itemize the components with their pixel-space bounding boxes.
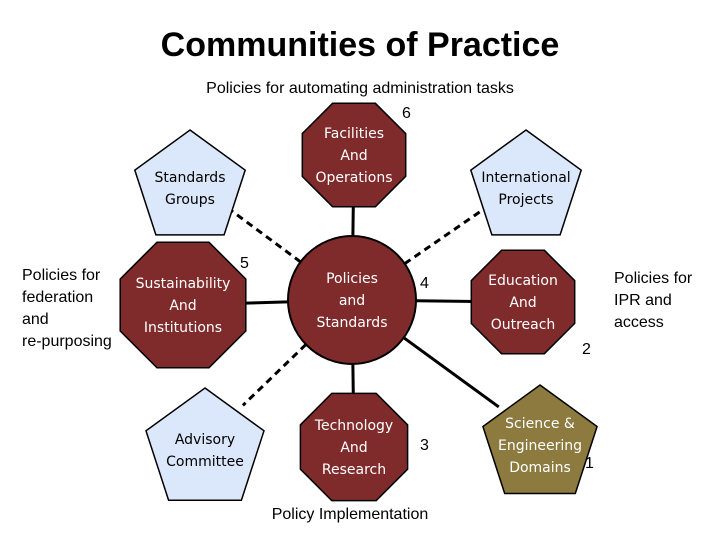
node-label: International [481,170,570,186]
node-label: And [340,440,367,456]
node-label: Research [322,462,386,478]
node-label: Sustainability [136,276,231,292]
octagon-shape [119,241,247,369]
node-label: Outreach [491,317,556,333]
node-label: And [509,295,536,311]
octagon-shape [470,249,576,355]
caption-top: Policies for automating administration t… [206,80,514,97]
caption-left-line: federation [22,289,94,306]
center-label: and [339,293,365,309]
caption-right-line: Policies for [614,270,693,287]
center-label: Policies [326,271,378,287]
node-label: Operations [316,170,393,186]
node-label: And [169,298,196,314]
connector-standards [228,208,302,264]
node-number: 5 [240,255,249,272]
caption-left: Policies for federation and re-purposing [22,265,132,353]
node-number: 3 [420,437,429,454]
node-label: Institutions [144,320,222,336]
node-label: Science & [505,416,575,432]
caption-right-line: IPR and [614,292,672,309]
center-circle [287,235,417,365]
node-number: 2 [582,341,591,358]
node-label: Domains [509,460,571,476]
node-label: Committee [166,454,244,470]
node-label: Advisory [175,432,235,448]
center-label: Standards [317,315,388,331]
diagram-title: Communities of Practice [160,26,560,64]
node-label: Projects [498,192,553,208]
node-label: Engineering [498,438,582,454]
octagon-shape [299,392,409,502]
node-number: 1 [585,455,594,472]
pentagon-shape [469,129,583,236]
caption-left-line: Policies for [22,267,101,284]
node-number: 6 [402,105,411,122]
node-label: And [340,148,367,164]
connector-international [403,206,487,265]
pentagon-shape [145,387,265,501]
node-label: Technology [314,418,393,434]
node-label: Education [488,273,558,289]
caption-left-line: and [22,311,49,328]
connector-education [415,299,476,303]
center-number: 4 [420,275,429,292]
caption-right: Policies for IPR and access [614,268,714,334]
pentagon-shape [482,384,598,495]
node-label: Standards [155,170,226,186]
connectors [228,202,500,409]
caption-bottom: Policy Implementation [271,506,429,523]
connector-advisory [241,343,308,407]
caption-right-line: access [614,314,664,331]
connector-sustainability [240,300,289,305]
octagon-shape [301,102,407,208]
node-label: Facilities [324,126,384,142]
pentagon-shape [133,129,247,236]
caption-left-line: re-purposing [22,333,112,350]
node-label: Groups [165,192,215,208]
connector-science [402,336,500,409]
